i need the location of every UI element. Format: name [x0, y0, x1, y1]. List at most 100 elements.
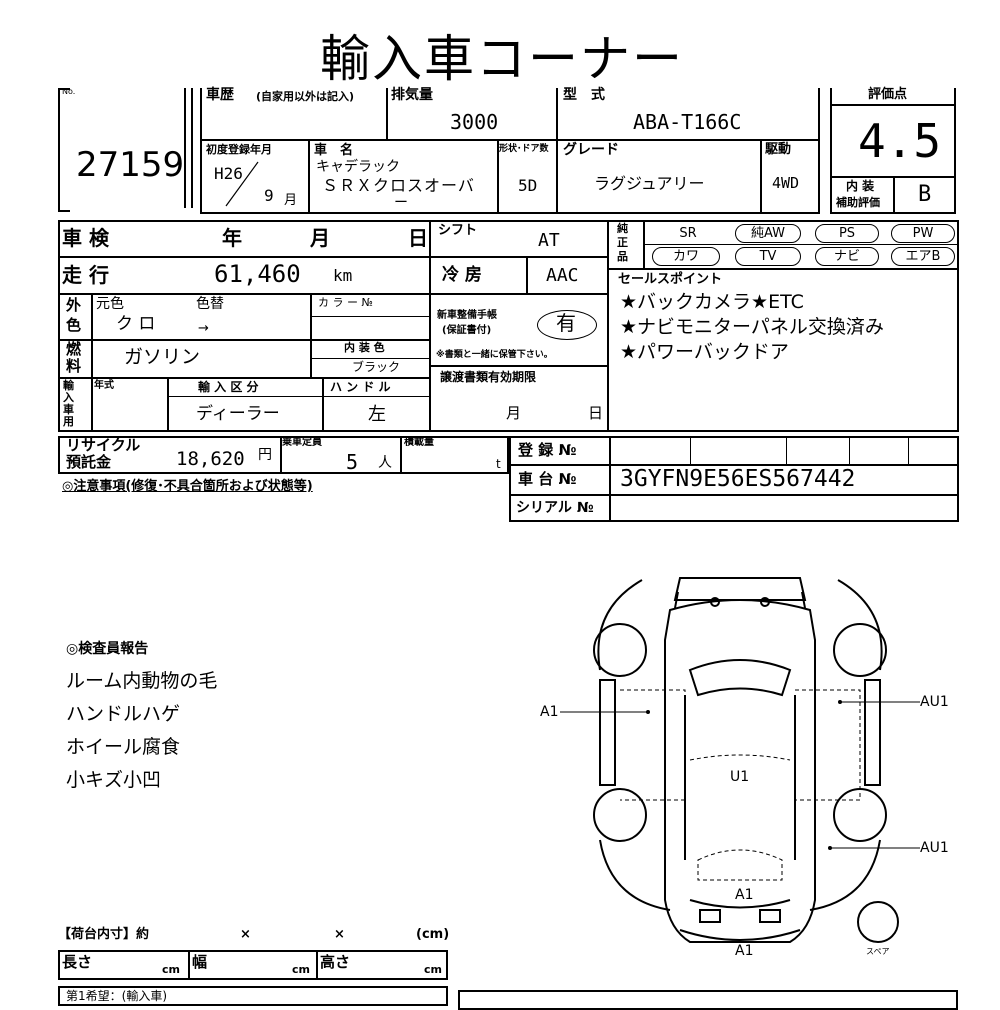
color-sub-line: [310, 316, 431, 317]
col-line-c: [167, 377, 169, 431]
score-label: 評価点: [868, 87, 908, 102]
mid-line-2: [431, 293, 609, 295]
interior-color-label: 内 装 色: [344, 341, 385, 354]
reg-line-1: [509, 464, 959, 466]
recycle-unit: 円: [258, 447, 272, 463]
row-line-1: [58, 256, 431, 258]
spare-label: スペア: [866, 947, 890, 956]
first-reg-month-unit: 月: [284, 193, 298, 208]
notes-label: ◎注意事項(修復･不具合箇所および状態等): [62, 479, 313, 494]
fuel-sub-line: [310, 358, 431, 359]
import-year-label: 年式: [94, 380, 114, 391]
inspection-year: 年: [222, 226, 242, 250]
header-v6: [760, 139, 762, 213]
handle-label: ハ ン ド ル: [330, 380, 391, 394]
header-v3: [308, 139, 310, 213]
inspection-label: 車 検: [62, 226, 109, 250]
transfer-label: 譲渡書類有効期限: [440, 370, 537, 384]
ac-value: AAC: [546, 265, 579, 286]
grade-label: グレード: [563, 142, 619, 158]
warranty-note: ※書類と一緒に保管下さい。: [436, 350, 553, 360]
header-grid: [200, 88, 820, 214]
equipment-label: 純正品: [617, 222, 628, 263]
equip-sr: SR: [679, 226, 697, 241]
fuel-label-2: 料: [66, 357, 82, 375]
sales-line-3: ★パワーバックドア: [620, 341, 789, 363]
reg-label: 登 録 №: [518, 441, 577, 459]
color-label-2: 色: [66, 316, 82, 334]
import-type: ディーラー: [196, 404, 280, 424]
lot-separator-2: [191, 88, 193, 208]
recycle-row: [58, 436, 509, 474]
equip-ps: PS: [815, 224, 879, 243]
score-value: 4.5: [858, 114, 942, 168]
shift-value: AT: [538, 230, 560, 251]
shift-label: シフト: [438, 223, 478, 238]
cargo-x2: ×: [334, 927, 345, 942]
drive-label: 駆動: [765, 142, 792, 157]
first-reg-year: H26: [214, 164, 243, 183]
displacement-label: 排気量: [391, 87, 433, 103]
inspection-month: 月: [310, 226, 330, 250]
cargo-label: 【荷台内寸】約: [58, 927, 150, 942]
recycle-v2: [400, 436, 402, 474]
equip-tv: TV: [735, 247, 801, 266]
interior-sep: [893, 176, 895, 214]
import-sub-line: [167, 396, 431, 397]
recycle-value: 18,620: [176, 448, 245, 470]
sales-label: セールスポイント: [618, 272, 723, 287]
handle-value: 左: [368, 404, 386, 425]
fuel-label-1: 燃: [66, 340, 82, 358]
car-name-label: 車 名: [314, 143, 354, 158]
chassis-label: 車 台 №: [518, 470, 577, 488]
mileage-label: 走 行: [62, 263, 109, 287]
row-line-3: [58, 339, 431, 341]
header-mid-line: [200, 139, 820, 141]
reg-cell-2: [786, 436, 787, 464]
fuel-value: ガソリン: [124, 346, 201, 368]
info-grid-left: [58, 220, 431, 432]
score-label-line: [830, 104, 956, 106]
row-line-2: [58, 293, 431, 295]
equip-airbag: エアB: [891, 247, 955, 266]
cargo-height-unit: cm: [424, 963, 442, 976]
inspection-day: 日: [408, 226, 428, 250]
header-v1: [386, 88, 388, 140]
info-grid-mid: [431, 220, 609, 432]
reg-cell-3: [849, 436, 850, 464]
row-line-4: [58, 377, 431, 379]
doors-value: 5D: [518, 176, 538, 195]
reg-line-2: [509, 494, 959, 496]
car-name-line1: キャデラック: [316, 159, 400, 175]
cargo-box: [58, 950, 448, 980]
reg-cell-1: [690, 436, 691, 464]
transfer-day: 日: [588, 404, 604, 422]
registration-box: [509, 436, 959, 522]
model-value: ABA-T166C: [633, 110, 742, 134]
first-reg-slash: [225, 161, 259, 207]
sales-line-1: ★バックカメラ★ETC: [620, 291, 804, 313]
color-code-label: カ ラ ー №: [318, 296, 373, 309]
inspector-line-2: ハンドルハゲ: [66, 703, 181, 725]
cargo-v2: [316, 950, 318, 980]
car-name-line2: ＳＲＸクロスオーバ: [322, 176, 475, 195]
interior-color-value: ブラック: [352, 360, 401, 374]
header-v5: [556, 139, 558, 213]
import-type-label: 輸 入 区 分: [198, 380, 259, 394]
inspector-line-1: ルーム内動物の毛: [66, 670, 218, 692]
first-reg-label: 初度登録年月: [206, 143, 272, 156]
cargo-length-unit: cm: [162, 963, 180, 976]
grade-value: ラグジュアリー: [594, 174, 705, 193]
recycle-label-1: リサイクル: [66, 436, 141, 454]
cargo-width-unit: cm: [292, 963, 310, 976]
sales-line-2: ★ナビモニターパネル交換済み: [620, 316, 884, 338]
mid-v: [526, 256, 528, 294]
import-label: 輸入車用: [63, 379, 74, 428]
cargo-x1: ×: [240, 927, 251, 942]
cargo-length-label: 長さ: [62, 953, 93, 971]
mid-line-3: [431, 365, 609, 367]
cargo-unit: (cm): [416, 927, 450, 942]
warranty-label-2: (保証書付): [442, 325, 492, 336]
header-v2: [556, 88, 558, 140]
mark-rear-right: AU1: [920, 840, 949, 856]
